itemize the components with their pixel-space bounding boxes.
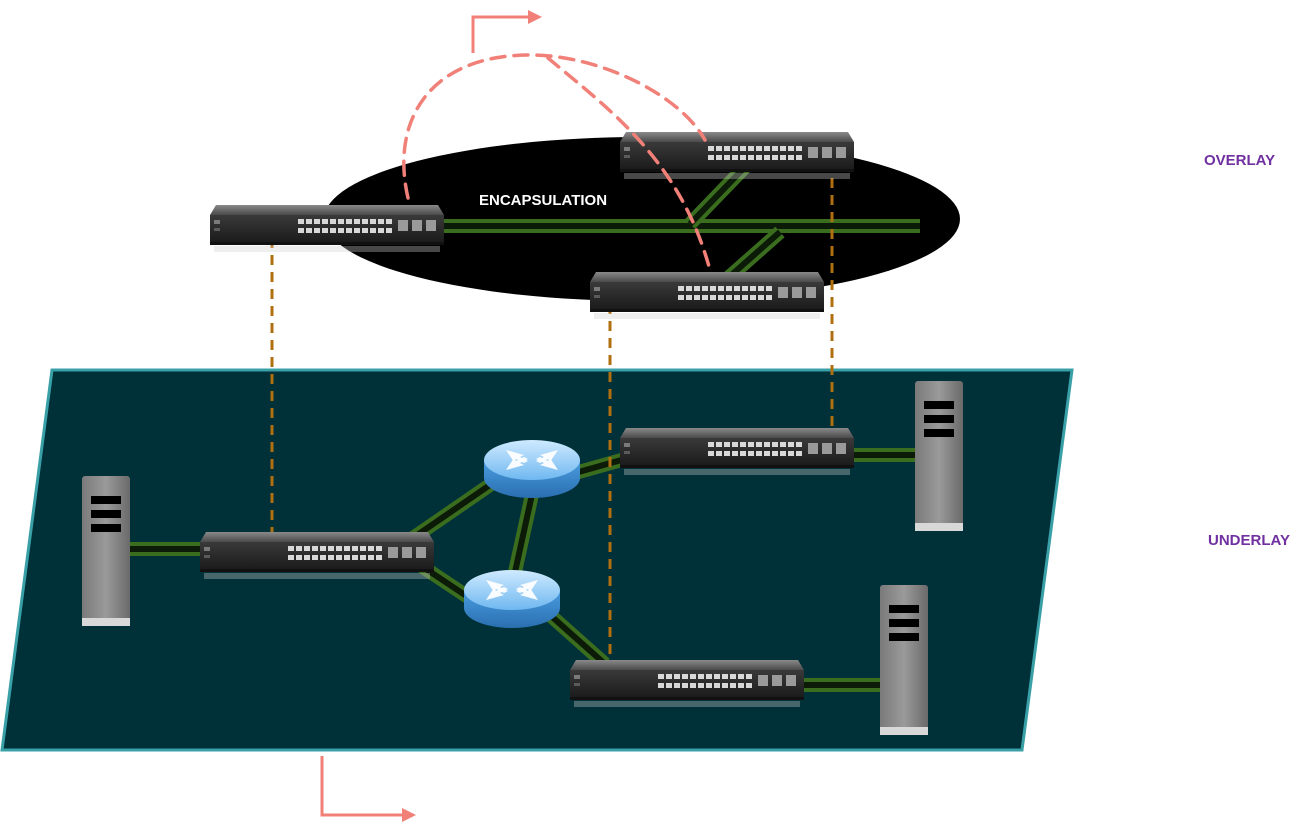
bent-arrow-icon: [320, 756, 416, 822]
underlay-links: [128, 445, 918, 692]
underlay-label: UNDERLAY: [1208, 532, 1290, 549]
router-icon: [464, 570, 560, 628]
link-router-router: [508, 488, 540, 574]
encapsulation-label: ENCAPSULATION: [479, 192, 607, 209]
server-icon: [82, 476, 130, 626]
overlay-flow-path: [402, 53, 712, 272]
server-icon: [880, 585, 928, 735]
server-icon: [915, 381, 963, 531]
mapping-lines: [270, 178, 834, 662]
link-router-bottom-switch-bottom: [545, 609, 610, 670]
network-switch-icon: [620, 132, 854, 179]
router-icon: [484, 440, 580, 498]
tunnel-link-bottom: [723, 226, 785, 284]
overlay-label: OVERLAY: [1204, 152, 1275, 169]
network-switch-icon: [200, 532, 434, 579]
network-switch-icon: [590, 272, 824, 319]
network-switch-icon: [210, 205, 444, 252]
link-switch-router-top: [406, 472, 504, 546]
network-switch-icon: [570, 660, 804, 707]
bent-arrow-icon: [471, 10, 542, 53]
network-switch-icon: [620, 428, 854, 475]
